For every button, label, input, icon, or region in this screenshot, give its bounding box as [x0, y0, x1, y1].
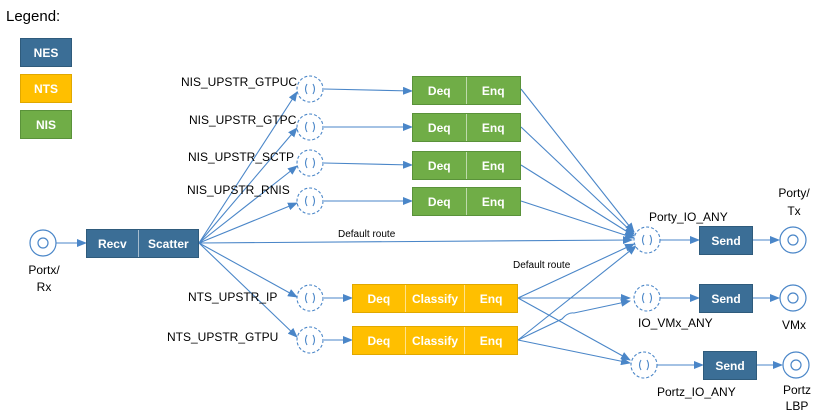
legend-nts: NTS	[20, 74, 72, 103]
output-port-vmx-line1: VMx	[782, 318, 806, 332]
arrow-nts-gtpu-to-portz	[517, 339, 631, 366]
nis-block-2: Deq Enq	[412, 113, 521, 142]
arrow-nis1-to-porty	[520, 88, 635, 233]
queue-icon-gtpuc	[296, 75, 324, 103]
send-block-vmx: Send	[699, 284, 753, 313]
queue-icon-vmx	[633, 284, 661, 312]
output-port-porty-line1: Porty/	[778, 186, 810, 200]
send-block-portz: Send	[703, 351, 757, 380]
output-port-portz-line2: LBP	[785, 399, 809, 413]
output-queue-label-vmx: IO_VMx_ANY	[638, 316, 713, 330]
send-label-vmx: Send	[711, 291, 741, 306]
legend-nis: NIS	[20, 110, 72, 139]
nts-classify-1: Classify	[404, 285, 465, 312]
nis-deq-4: Deq	[427, 194, 451, 209]
nis-enq-4: Enq	[465, 188, 520, 215]
nis-enq-1: Enq	[465, 77, 520, 104]
nts-deq-2: Deq	[367, 333, 391, 348]
input-port-label-line2: Rx	[36, 280, 52, 294]
nts-block-2: Deq Classify Enq	[352, 326, 518, 355]
send-label-porty: Send	[711, 233, 741, 248]
nis-block-4: Deq Enq	[412, 187, 521, 216]
arrow-scatter-to-gtpu	[198, 242, 298, 338]
output-queue-label-porty: Porty_IO_ANY	[649, 210, 728, 224]
queue-icon-gtpc	[296, 113, 324, 141]
port-vmx-icon	[779, 284, 807, 312]
nis-deq-1: Deq	[427, 83, 451, 98]
nis-queue-label-4: NIS_UPSTR_RNIS	[187, 183, 290, 197]
queue-icon-porty	[633, 226, 661, 254]
nis-block-1: Deq Enq	[412, 76, 521, 105]
output-queue-label-portz: Portz_IO_ANY	[657, 385, 736, 399]
arrow-nis3-to-porty	[520, 164, 635, 237]
send-label-portz: Send	[715, 358, 745, 373]
nts-classify-2: Classify	[404, 327, 465, 354]
default-route-label-bottom: Default route	[513, 260, 571, 271]
arrow-scatter-to-ip	[198, 242, 298, 298]
arrow-scatter-to-rnis	[198, 202, 298, 244]
send-block-porty: Send	[699, 226, 753, 255]
output-port-porty-line2: Tx	[787, 204, 801, 218]
input-port-label: Portx/ Rx	[24, 262, 64, 296]
input-port-label-line1: Portx/	[28, 263, 60, 277]
output-port-label-porty: Porty/ Tx	[773, 184, 815, 220]
arrow-nts-gtpu-to-porty	[517, 245, 637, 341]
output-port-label-vmx: VMx	[773, 318, 815, 332]
queue-icon-gtpu	[296, 326, 324, 354]
nis-queue-label-2: NIS_UPSTR_GTPC	[189, 113, 297, 127]
arrow-nis2-to-porty	[520, 126, 635, 235]
nts-enq-2: Enq	[464, 327, 517, 354]
arrow-nts-gtpu-to-vmx	[517, 298, 631, 341]
port-porty-tx-icon	[779, 226, 807, 254]
nts-queue-label-1: NTS_UPSTR_IP	[188, 290, 278, 304]
legend-title: Legend:	[6, 8, 61, 25]
arrow-scatter-to-gtpuc	[198, 91, 298, 244]
arrow-sctp-to-deq	[323, 160, 413, 169]
queue-icon-ip	[296, 284, 324, 312]
queue-icon-sctp	[296, 149, 324, 177]
output-port-portz-line1: Portz	[782, 383, 811, 397]
arrow-scatter-to-gtpc	[198, 127, 298, 244]
arrow-gtpuc-to-deq	[323, 86, 413, 95]
nts-deq-1: Deq	[367, 291, 391, 306]
port-portz-icon	[782, 351, 810, 379]
arrow-scatter-to-sctp	[198, 165, 298, 244]
nis-enq-3: Enq	[465, 152, 520, 179]
arrow-nis4-to-porty	[520, 200, 635, 240]
nis-queue-label-3: NIS_UPSTR_SCTP	[188, 150, 295, 164]
legend-nes: NES	[20, 38, 72, 67]
nts-queue-label-2: NTS_UPSTR_GTPU	[167, 330, 279, 344]
recv-label: Recv	[97, 236, 127, 251]
nts-enq-1: Enq	[464, 285, 517, 312]
arrow-nts-ip-to-portz	[517, 297, 631, 361]
arrow-nts-ip-to-porty	[517, 243, 635, 299]
output-port-label-portz: Portz LBP	[776, 382, 818, 414]
port-rx-icon	[29, 229, 57, 257]
nis-enq-2: Enq	[465, 114, 520, 141]
nis-queue-label-1: NIS_UPSTR_GTPUC	[181, 75, 298, 89]
arrow-default-route-top	[198, 236, 633, 245]
default-route-label-top: Default route	[338, 229, 396, 240]
scatter-label: Scatter	[137, 230, 198, 257]
queue-icon-portz	[630, 351, 658, 379]
nts-block-1: Deq Classify Enq	[352, 284, 518, 313]
nis-block-3: Deq Enq	[412, 151, 521, 180]
nis-deq-2: Deq	[427, 120, 451, 135]
nis-deq-3: Deq	[427, 158, 451, 173]
recv-scatter-block: Recv Scatter	[86, 229, 199, 258]
queue-icon-rnis	[296, 187, 324, 215]
